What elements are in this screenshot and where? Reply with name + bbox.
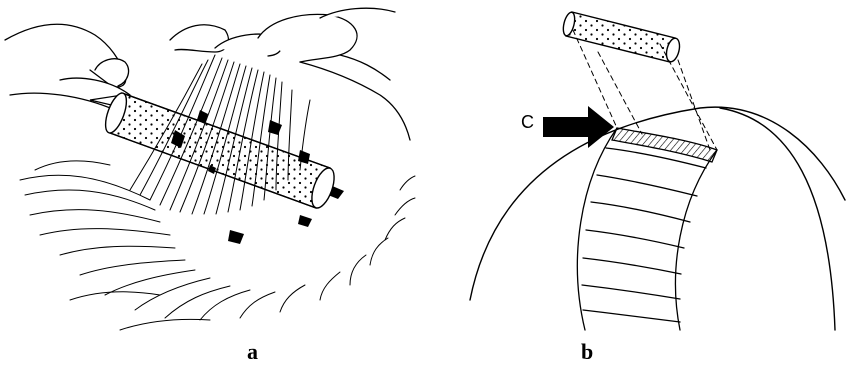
panel-label-b: b [581,341,593,363]
callout-c-label: C [521,112,534,133]
arrow-c [543,106,614,148]
panel-label-a: a [247,341,258,363]
dotted-tube-a [101,91,338,211]
dotted-tube-b [561,11,681,63]
hand [5,8,410,140]
hair-spread [20,161,415,330]
inner-arc [720,108,835,330]
hair-strip [577,128,717,330]
panel-a-illustration [5,8,415,330]
panel-b-illustration [470,11,845,330]
